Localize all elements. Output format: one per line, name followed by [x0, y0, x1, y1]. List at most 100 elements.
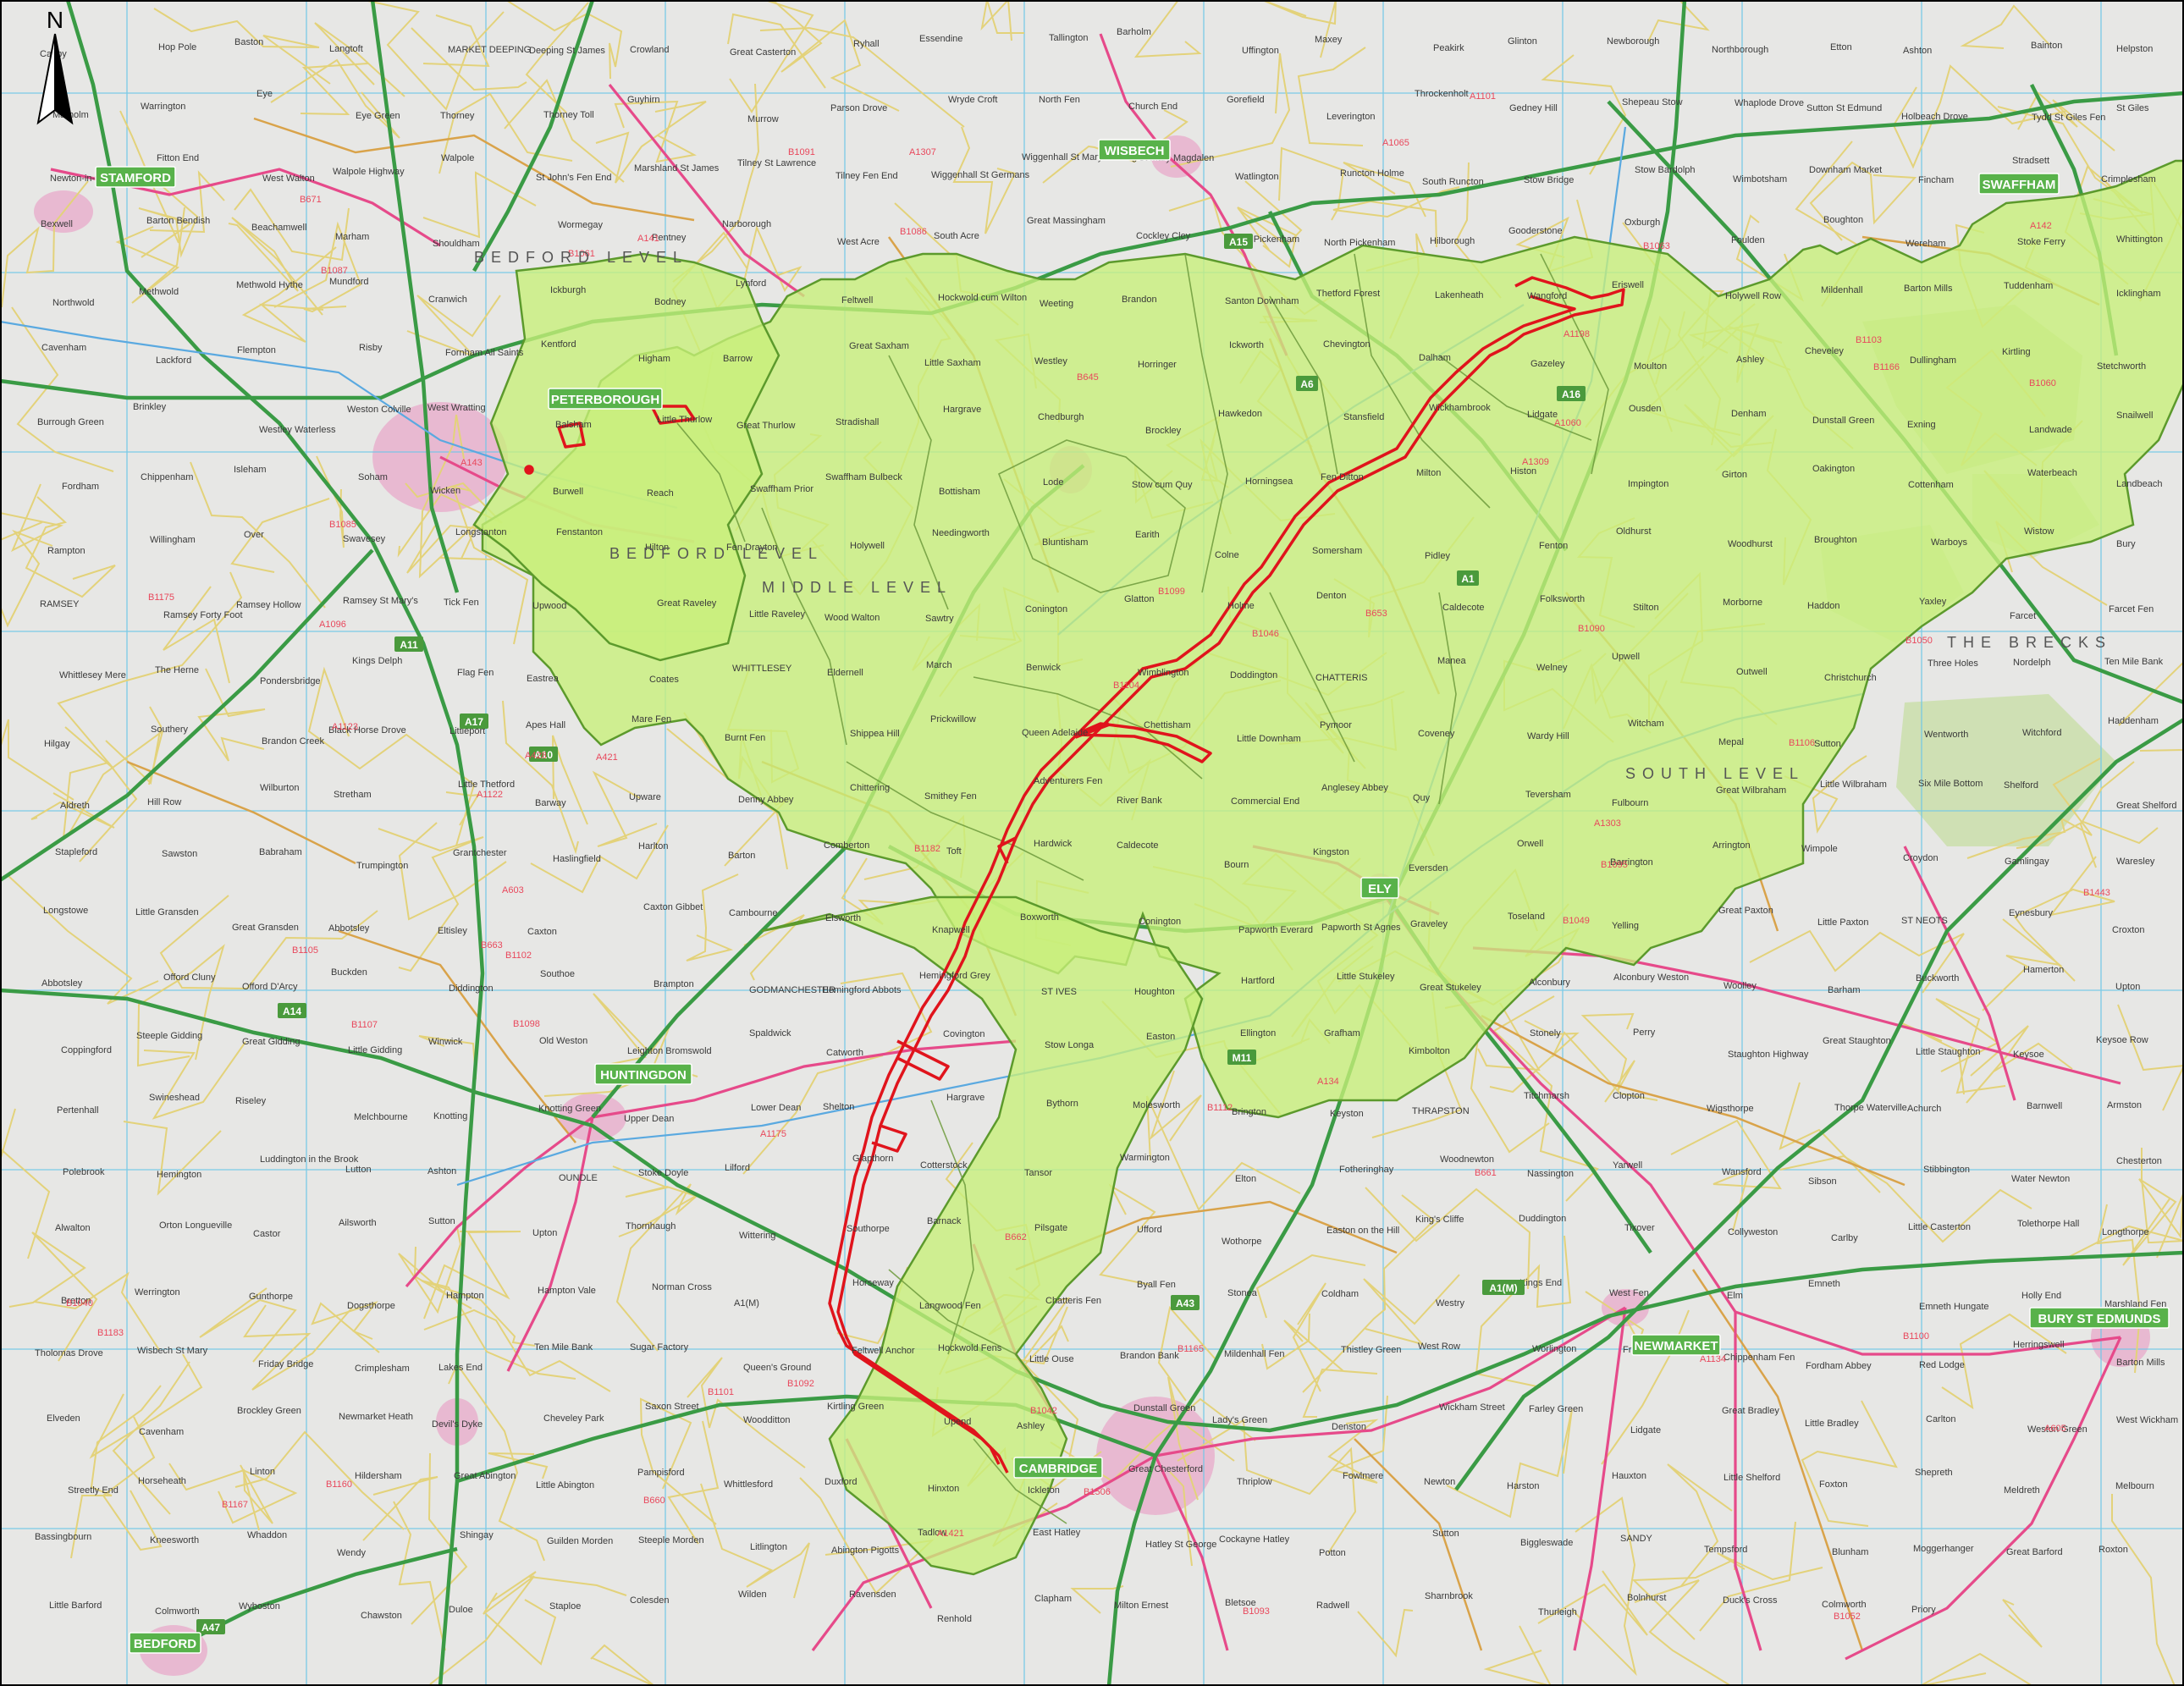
place-label: Wickhambrook: [1429, 403, 1491, 413]
place-label: Balsham: [555, 420, 592, 430]
place-label: Ramsey Forty Foot: [163, 610, 243, 620]
place-label: Barton Mills: [1904, 284, 1953, 294]
place-label: Icklingham: [2116, 289, 2161, 299]
road-label: A1309: [1522, 457, 1549, 467]
place-label: Great Staughton: [1823, 1036, 1891, 1046]
road-label: B1063: [1643, 241, 1670, 251]
place-label: Downham Market: [1809, 165, 1882, 175]
place-label: Herringswell: [2013, 1340, 2065, 1350]
road-label: A1096: [319, 620, 346, 630]
road-label: B653: [1365, 609, 1387, 619]
road-badge: A14: [278, 1003, 306, 1018]
place-label: Hampton Vale: [538, 1286, 596, 1296]
place-label: Catworth: [826, 1048, 863, 1058]
place-label: Blunham: [1832, 1547, 1868, 1557]
place-label: Milton: [1416, 468, 1441, 478]
place-label: Somersham: [1312, 546, 1362, 556]
place-label: Wilburton: [260, 783, 299, 793]
place-label: Upton: [2115, 982, 2140, 992]
place-label: Wereham: [1905, 239, 1945, 249]
place-label: Hildersham: [355, 1471, 402, 1481]
place-label: Wendy: [337, 1548, 367, 1558]
road-badge: A15: [1224, 234, 1253, 249]
place-label: Eversden: [1409, 863, 1448, 873]
place-label: Dunstall Green: [1812, 416, 1874, 426]
place-label: SANDY: [1620, 1534, 1653, 1544]
place-label: Red Lodge: [1919, 1360, 1965, 1370]
road-label: B1061: [568, 249, 595, 259]
place-label: Shippea Hill: [850, 729, 900, 739]
place-label: Toft: [946, 846, 962, 857]
place-label: Colmworth: [1822, 1600, 1867, 1610]
svg-text:M11: M11: [1233, 1052, 1252, 1064]
road-label: B1102: [505, 950, 532, 961]
place-label: Crimplesham: [2101, 174, 2156, 185]
place-label: St John's Fen End: [536, 173, 612, 183]
place-label: Anglesey Abbey: [1321, 783, 1388, 793]
place-label: Hilton: [645, 543, 669, 553]
place-label: Pymoor: [1320, 720, 1352, 730]
place-label: Ten Mile Bank: [534, 1342, 593, 1353]
place-label: Colmworth: [155, 1606, 200, 1617]
place-label: Tansor: [1024, 1168, 1052, 1178]
place-label: South Runcton: [1422, 177, 1484, 187]
place-label: Chatteris Fen: [1045, 1296, 1101, 1306]
place-label: Weston Colville: [347, 405, 411, 415]
place-label: Radwell: [1316, 1601, 1349, 1611]
place-label: Coldham: [1321, 1289, 1359, 1299]
place-label: Steeple Gidding: [136, 1031, 202, 1041]
place-label: Great Chesterford: [1128, 1464, 1203, 1474]
place-label: Lidgate: [1630, 1425, 1661, 1435]
place-label: Polebrook: [63, 1167, 105, 1177]
place-label: Roxton: [2099, 1545, 2128, 1555]
place-label: Waterbeach: [2027, 468, 2077, 478]
place-label: Thorpe Waterville: [1834, 1103, 1907, 1113]
place-label: Warboys: [1931, 537, 1967, 548]
town-boxes: STAMFORDWISBECHSWAFFHAMHUNTINGDONELYNEWM…: [95, 139, 2170, 1654]
place-label: Ufford: [1137, 1225, 1162, 1235]
place-label: Holme: [1227, 601, 1255, 611]
place-label: Wiggenhall St Germans: [931, 170, 1030, 180]
place-label: Conington: [1025, 604, 1067, 614]
place-label: Tempsford: [1704, 1545, 1747, 1555]
place-label: Aldreth: [60, 801, 90, 811]
place-label: Cockley Cley: [1136, 231, 1191, 241]
road-label: B1175: [148, 592, 174, 603]
place-label: Swaffham Prior: [750, 484, 813, 494]
place-label: Hauxton: [1612, 1471, 1646, 1481]
place-label: Burwell: [553, 487, 583, 497]
place-label: Bottisham: [939, 487, 980, 497]
place-label: Great Barford: [2006, 1547, 2063, 1557]
place-label: Beachamwell: [251, 223, 306, 233]
place-label: Norman Cross: [652, 1282, 712, 1292]
place-label: Easton on the Hill: [1326, 1226, 1399, 1236]
place-label: Barrington: [1610, 857, 1653, 868]
road-label: B661: [1475, 1168, 1497, 1178]
area-label: SOUTH LEVEL: [1625, 765, 1805, 782]
place-label: Fitton End: [157, 153, 199, 163]
place-label: Essendine: [919, 34, 962, 44]
place-label: Marshland St James: [634, 163, 720, 174]
place-label: Emneth: [1808, 1279, 1840, 1289]
place-label: The Herne: [155, 665, 199, 675]
place-label: Biggleswade: [1520, 1538, 1573, 1548]
place-label: Witcham: [1628, 719, 1664, 729]
place-label: Sutton: [1814, 739, 1841, 749]
place-label: Great Thurlow: [736, 421, 796, 431]
place-label: Duxford: [825, 1477, 858, 1487]
place-label: Little Gidding: [348, 1045, 402, 1055]
place-label: Saxon Street: [645, 1402, 699, 1412]
place-label: Kimbolton: [1409, 1046, 1450, 1056]
road-label: A1060: [1554, 418, 1581, 428]
place-label: Lakenheath: [1435, 290, 1484, 300]
place-label: Commercial End: [1231, 796, 1299, 807]
place-label: Stoke Doyle: [638, 1168, 688, 1178]
place-label: Horningsea: [1245, 477, 1293, 487]
place-label: Crimplesham: [355, 1364, 410, 1374]
place-label: Luddington in the Brook: [260, 1154, 359, 1165]
place-label: Bury: [2116, 539, 2136, 549]
place-label: Little Shelford: [1723, 1473, 1780, 1483]
svg-text:A1: A1: [1461, 573, 1475, 585]
